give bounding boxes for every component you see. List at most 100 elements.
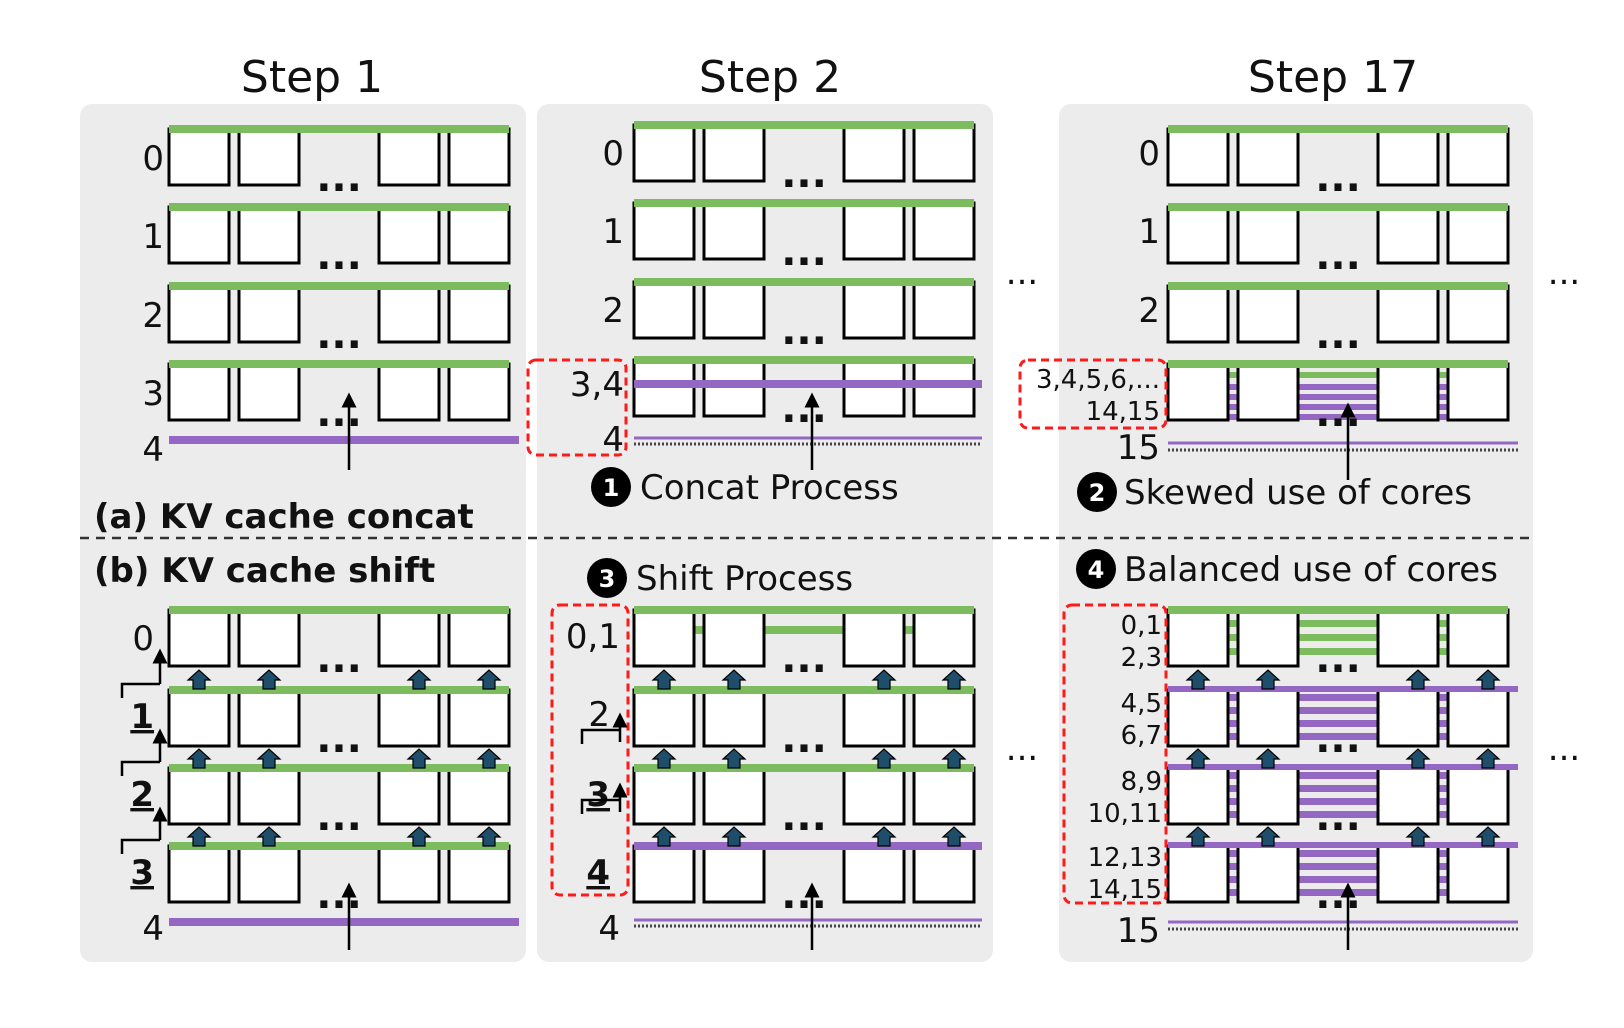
step2-bottom-label-0: 0,1 [566,617,620,657]
step2-bottom-row-1-dots: ... [781,716,827,762]
step2-bottom-row-1-green-bar [634,686,974,694]
step2-top-row-0-box [632,123,696,183]
step17-bottom-row-0-dots: ... [1315,636,1361,682]
step2-top-label-4: 4 [602,420,624,460]
step17-block-arrow-0-2-icon [1405,669,1431,690]
step17-top-row-2-dots: ... [1315,312,1361,358]
step2-bottom-row-0-box [702,608,766,668]
step1-top-row-0-green-bar [169,125,509,133]
annotation-concat: 1 Concat Process [591,467,899,508]
step17-title: Step 17 [1248,52,1418,103]
step1-top-label-4: 4 [142,430,164,470]
step17-top-label-0: 0 [1138,134,1160,174]
step2-top-row-2-box [842,280,906,340]
step2-bottom-row-0-box [912,608,976,668]
step17-bottom-row-2-box [1376,766,1440,826]
step17-top-row-3-box [1236,362,1300,422]
step17-block-arrow-0-0 [1185,669,1211,690]
step1-block-arrow-1-2-icon [406,748,432,769]
step17-bottom-row-0-stripe [1168,634,1508,641]
step1-bottom-row-1-box [237,688,301,748]
step1-top-row-1-box [447,205,511,265]
step1-top-label-3: 3 [142,374,164,414]
step1-block-arrow-0-0 [186,669,212,690]
step2-block-arrow-2-0 [651,826,677,847]
step2-block-arrow-0-2-icon [871,669,897,690]
step1-bottom-label-4: 4 [142,909,164,949]
step17-block-arrow-2-0 [1185,826,1211,847]
step2-top-row-1-box [842,201,906,261]
step2-top-row-0-box [702,123,766,183]
step17-block-arrow-2-1 [1255,826,1281,847]
annotation-shift-text: Shift Process [636,559,853,599]
step17-bottom-row-3-stripe [1168,850,1508,857]
step1-top-label-1: 1 [142,217,164,257]
step1-block-arrow-1-0-icon [186,748,212,769]
step2-bottom-row-2-box [702,766,766,826]
annotation-skewed-text: Skewed use of cores [1124,473,1472,513]
badge-3-icon [587,558,627,598]
step1-block-arrow-0-1 [256,669,282,690]
step17-bottom-row-1-dots: ... [1315,716,1361,762]
badge-1-icon [591,467,631,507]
step17-top-row-2-green-bar [1168,282,1508,290]
step2-top-label-0: 0 [602,134,624,174]
step17-top-row-1: ... [1166,203,1510,279]
step2-bottom-row-2-box [842,766,906,826]
step2-bottom-row-2-green-bar [634,764,974,772]
step1-top-row-0-box [377,127,441,187]
step17-block-arrow-0-2 [1405,669,1431,690]
step2-bottom-purple-bar [634,842,982,850]
step17-block-arrow-1-1 [1255,748,1281,769]
step2-top-row-2-green-bar [634,278,974,286]
step1-top-row-0-box [237,127,301,187]
step17-block-arrow-1-1-icon [1255,748,1281,769]
step1-top-row-0-box [447,127,511,187]
step1-title: Step 1 [241,52,383,103]
step1-bottom-label-1: 1 [130,697,154,737]
step17-bottom-row-0-box [1166,608,1230,668]
step1-top-row-0-box [167,127,231,187]
step2-block-arrow-2-2 [871,826,897,847]
step17-block-arrow-0-3-icon [1475,669,1501,690]
step17-bottom-row-1-stripe [1168,707,1508,714]
step17-bottom-purple-top-3 [1168,842,1518,848]
step1-bottom-label-3: 3 [130,853,154,893]
step17-bottom-label-2: 4,5 [1121,689,1162,719]
step1-top-row-3-box [447,362,511,422]
step17-top-row-3-green-bar [1168,360,1508,368]
badge-3-number: 3 [599,565,616,593]
step17-bottom-row-1-box [1166,688,1230,748]
step2-block-arrow-1-2 [871,748,897,769]
step17-bottom-red-box [1062,603,1168,905]
step1-bottom-row-0-box [377,608,441,668]
step17-top-row-2-box [1446,284,1510,344]
step17-bottom-row-3-box [1236,844,1300,904]
step17-bottom-row-2-stripe [1168,811,1508,818]
step17-bottom-label-6: 12,13 [1088,843,1162,873]
step17-top-row-3-box [1446,362,1510,422]
step1-block-arrow-0-2-icon [406,669,432,690]
step1-bottom-row-3-dots: ... [316,872,362,918]
step1-block-arrow-1-1 [256,748,282,769]
ellipsis-top-mid: ... [1006,253,1038,293]
step1-top-row-1: ... [167,203,511,279]
step1-block-arrow-0-2 [406,669,432,690]
badge-2-icon [1077,472,1117,512]
step2-bottom-row-0-green-bar [634,606,974,614]
step17-bottom-label-5: 10,11 [1088,799,1162,829]
step17-top-row-3-stripe [1168,394,1508,400]
step2-bottom-row-0-stripe [634,626,974,634]
step2-top-row-0-dots: ... [781,151,827,197]
step2-bottom-row-1-box [842,688,906,748]
step17-top-row-3-stripe [1168,414,1508,420]
annotation-skewed: 2 Skewed use of cores [1077,472,1472,513]
step17-bottom-row-3-box [1376,844,1440,904]
step17-top-label-1: 1 [1138,212,1160,252]
step1-block-arrow-2-1 [256,826,282,847]
step17-bottom-row-2-dots: ... [1315,794,1361,840]
step1-bottom-row-1-box [447,688,511,748]
step1-bottom-row-2-box [377,766,441,826]
step17-top-row-1-green-bar [1168,203,1508,211]
step2-bottom-row-2-box [632,766,696,826]
